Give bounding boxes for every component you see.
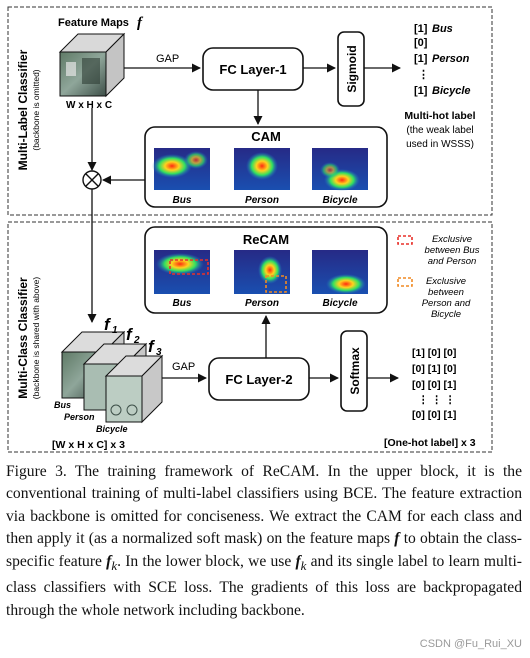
- cam-heatmap-bicycle: [312, 148, 368, 191]
- f-symbol: f: [148, 337, 156, 356]
- f-subscript: 3: [156, 347, 162, 358]
- legend-line: Bicycle: [431, 309, 461, 320]
- caption-symbol-f: f: [106, 552, 112, 570]
- caption-subscript-k: k: [111, 557, 118, 573]
- label-name: Bus: [432, 23, 453, 35]
- lower-side-sublabel: (backbone is shared with above): [31, 277, 41, 400]
- multi-hot-note-1: (the weak label: [406, 125, 473, 136]
- sigmoid-label: Sigmoid: [345, 45, 359, 92]
- caption-symbol-f: f: [394, 530, 400, 548]
- cam-caption-bicycle: Bicycle: [322, 195, 357, 206]
- fc-layer-2-label: FC Layer-2: [225, 372, 292, 387]
- caption-symbol-f: f: [295, 552, 301, 570]
- cam-caption-person: Person: [245, 195, 279, 206]
- caption-lead: Figure 3. The training framework of ReCA…: [6, 463, 522, 548]
- watermark: CSDN @Fu_Rui_XU: [419, 638, 522, 650]
- softmax-label: Softmax: [348, 347, 362, 395]
- onehot-row: [0] [0] [1]: [412, 379, 456, 391]
- lower-side-label: Multi-Class Classifier: [16, 277, 30, 399]
- fc-layer-2-box: [208, 357, 310, 401]
- recam-caption-bicycle: Bicycle: [322, 298, 357, 309]
- recam-heatmap-bicycle: [312, 250, 368, 294]
- feature-maps-label: Feature Maps: [58, 17, 129, 29]
- f-symbol: f: [104, 315, 112, 334]
- onehot-row: [0] [1] [0]: [412, 363, 456, 375]
- stack-label-person: Person: [64, 412, 95, 422]
- onehot-ellipsis: ⋮ ⋮ ⋮: [418, 394, 455, 406]
- stack-label-bus: Bus: [54, 400, 71, 410]
- label-idx: [1]: [414, 53, 428, 65]
- lower-block-frame: [7, 221, 493, 453]
- legend-line: Exclusive: [432, 234, 472, 245]
- legend-exclusive-bus-person: Exclusive between Bus and Person: [397, 234, 480, 267]
- multiply-icon: [82, 170, 102, 190]
- recam-heatmap-person: [234, 250, 290, 294]
- cam-heatmap-bus: [152, 148, 210, 190]
- label-idx: [1]: [414, 85, 428, 97]
- recam-diagram: Multi-Label Classifier (backbone is omit…: [7, 6, 493, 453]
- onehot-row: [0] [0] [1]: [412, 409, 456, 421]
- f-symbols: f 1 f 2 f 3: [104, 315, 162, 358]
- legend-line: between: [428, 287, 464, 298]
- figure-caption: Figure 3. The training framework of ReCA…: [6, 461, 522, 622]
- label-name: Person: [432, 53, 470, 65]
- multi-hot-note-2: used in WSSS): [406, 139, 474, 150]
- legend-line: Exclusive: [426, 276, 466, 287]
- caption-tail: and its single label to learn multi-clas…: [6, 552, 522, 619]
- multi-hot-label-list: [1] Bus [0] [1] Person ⋮ [1] Bicycle: [414, 23, 471, 97]
- upper-side-label: Multi-Label Classifier: [16, 49, 30, 170]
- legend-line: between Bus: [425, 245, 480, 256]
- one-hot-label-list: [1] [0] [0] [0] [1] [0] [0] [0] [1] ⋮ ⋮ …: [412, 347, 456, 421]
- softmax-box: [340, 330, 368, 412]
- feature-dims: W x H x C: [66, 100, 112, 111]
- f-subscript: 1: [112, 325, 118, 336]
- f-subscript: 2: [133, 335, 140, 346]
- sigmoid-box: [337, 31, 365, 107]
- label-idx: ⋮: [418, 69, 429, 81]
- gap-label-2: GAP: [172, 361, 195, 373]
- feature-map-cube: [58, 32, 126, 98]
- label-idx: [0]: [414, 37, 428, 49]
- recam-heatmap-bus: [154, 250, 210, 294]
- class-feature-stack: [60, 330, 164, 424]
- feature-symbol: f: [137, 15, 144, 31]
- stack-dims: [W x H x C] x 3: [52, 439, 125, 451]
- recam-caption-bus: Bus: [173, 298, 192, 309]
- fc-layer-1-label: FC Layer-1: [219, 62, 286, 77]
- onehot-row: [1] [0] [0]: [412, 347, 456, 359]
- one-hot-title: [One-hot label] x 3: [384, 437, 476, 449]
- multi-hot-title: Multi-hot label: [404, 110, 475, 122]
- caption-subscript-k: k: [300, 557, 307, 573]
- cam-caption-bus: Bus: [173, 195, 192, 206]
- upper-block-frame: [7, 6, 493, 216]
- caption-mid-2: . In the lower block, we use: [117, 552, 296, 570]
- gap-label-1: GAP: [156, 53, 179, 65]
- upper-side-sublabel: (backbone is omitted): [31, 69, 41, 150]
- legend-exclusive-person-bicycle: Exclusive between Person and Bicycle: [397, 276, 471, 320]
- cam-title: CAM: [251, 129, 281, 144]
- recam-caption-person: Person: [245, 298, 279, 309]
- legend-line: and Person: [428, 256, 477, 267]
- fc-layer-1-box: [202, 47, 304, 91]
- cam-heatmap-person: [234, 148, 290, 190]
- caption-mid-1: to obtain the class-specific feature: [6, 530, 522, 570]
- label-name: Bicycle: [432, 85, 471, 97]
- stack-label-bicycle: Bicycle: [96, 424, 128, 434]
- f-symbol: f: [126, 325, 134, 344]
- label-idx: [1]: [414, 23, 428, 35]
- recam-title: ReCAM: [243, 232, 289, 247]
- legend-line: Person and: [422, 298, 471, 309]
